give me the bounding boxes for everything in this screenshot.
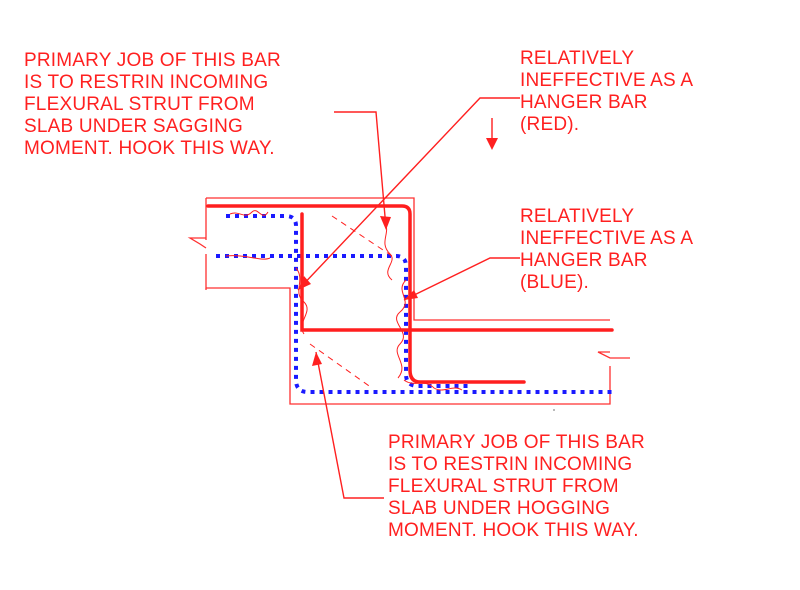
strut-dash-2 <box>309 343 373 389</box>
note-line: INEFFECTIVE AS A <box>520 228 694 249</box>
note-line: HANGER BAR <box>520 92 648 113</box>
leader-top-right <box>297 97 520 291</box>
upper-slab-outline-bottom <box>205 198 611 405</box>
blue-hanger-bar <box>216 214 612 394</box>
strut-wave-top <box>229 210 269 216</box>
upper-slab-outline-top <box>206 197 610 321</box>
note-line: RELATIVELY <box>520 48 635 69</box>
note-line: SLAB UNDER SAGGING <box>24 116 243 137</box>
note-mid-right-blue: RELATIVELY INEFFECTIVE AS A HANGER BAR (… <box>520 206 693 294</box>
note-line: FLEXURAL STRUT FROM <box>388 476 619 497</box>
note-line: INEFFECTIVE AS A <box>520 70 694 91</box>
strut-sketches <box>225 210 463 391</box>
note-line: MOMENT. HOOK THIS WAY. <box>388 520 639 541</box>
break-mark-left <box>187 237 207 249</box>
leader-top-left <box>334 111 387 229</box>
arrowhead-top-left <box>380 216 391 230</box>
note-line: IS TO RESTRIN INCOMING <box>24 72 269 93</box>
note-line: IS TO RESTRIN INCOMING <box>388 454 633 475</box>
blue-bar-upper-leg <box>216 254 470 388</box>
down-arrow-head <box>486 138 498 150</box>
note-line: PRIMARY JOB OF THIS BAR <box>24 50 281 71</box>
strut-wave-bottom <box>403 379 463 391</box>
note-line: RELATIVELY <box>520 206 635 227</box>
arrowhead-top-right <box>298 276 311 290</box>
stray-dot <box>553 409 555 411</box>
arrowhead-mid-right <box>404 290 418 300</box>
arrowheads <box>298 138 498 366</box>
break-mark-right <box>597 351 630 359</box>
leader-mid-right <box>403 257 520 301</box>
note-line: FLEXURAL STRUT FROM <box>24 94 255 115</box>
concrete-outline <box>187 197 630 405</box>
note-line: MOMENT. HOOK THIS WAY. <box>24 138 275 159</box>
strut-curl-left <box>225 255 271 260</box>
leader-bottom <box>315 351 384 499</box>
arrowhead-bottom <box>312 352 322 366</box>
note-top-right-red: RELATIVELY INEFFECTIVE AS A HANGER BAR (… <box>520 48 693 136</box>
note-top-left-sagging: PRIMARY JOB OF THIS BAR IS TO RESTRIN IN… <box>24 50 281 160</box>
strut-wave-left <box>295 267 308 335</box>
strut-dash-1 <box>331 215 393 257</box>
note-line: (RED). <box>520 114 580 135</box>
strut-wave-mid <box>383 221 393 281</box>
blue-bar-top-hook <box>226 214 612 394</box>
note-line: HANGER BAR <box>520 250 648 271</box>
note-line: PRIMARY JOB OF THIS BAR <box>388 432 645 453</box>
strut-wave-right <box>396 279 407 379</box>
note-line: (BLUE). <box>520 272 589 293</box>
note-line: SLAB UNDER HOGGING <box>388 498 611 519</box>
red-bar-top <box>206 204 526 384</box>
note-bottom-hogging: PRIMARY JOB OF THIS BAR IS TO RESTRIN IN… <box>388 432 645 542</box>
